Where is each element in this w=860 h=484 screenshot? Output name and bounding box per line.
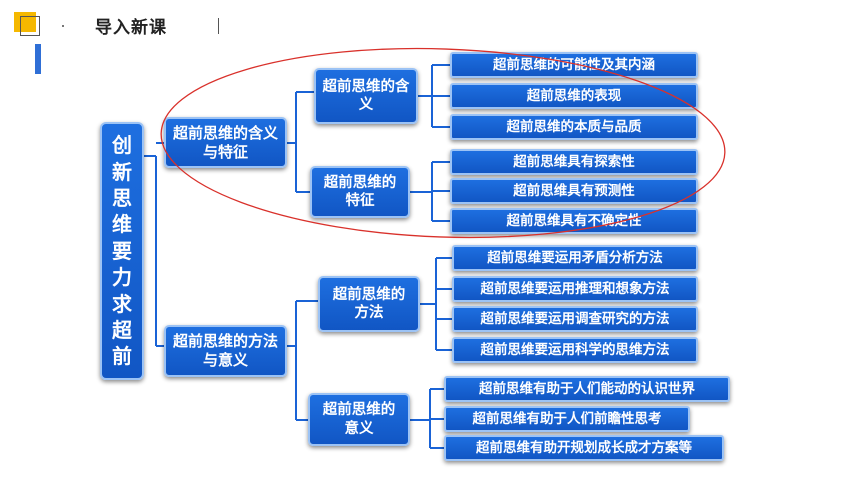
root-node: 创新思维要力求超前 (100, 122, 144, 380)
leaf-item: 超前思维具有探索性 (450, 149, 698, 175)
header-dot (62, 25, 64, 27)
header-accent-bar (35, 44, 41, 74)
page-title: 导入新课 (95, 18, 167, 38)
leaf-item: 超前思维要运用推理和想象方法 (452, 276, 698, 302)
header-accent-outline (20, 16, 40, 36)
leaf-item: 超前思维的表现 (450, 83, 698, 109)
node-methods: 超前思维的方法 (318, 276, 420, 332)
leaf-item: 超前思维要运用科学的思维方法 (452, 337, 698, 363)
header-accent-square (14, 12, 36, 32)
node-significance: 超前思维的意义 (308, 393, 410, 446)
leaf-item: 超前思维的本质与品质 (450, 114, 698, 140)
connector-sub-2-1 (420, 257, 452, 351)
leaf-item: 超前思维有助开规划成长成才方案等 (444, 435, 724, 461)
node-meaning: 超前思维的含义 (314, 68, 418, 124)
leaf-item: 超前思维有助于人们前瞻性思考 (444, 406, 690, 432)
leaf-item: 超前思维有助于人们能动的认识世界 (444, 376, 730, 402)
branch-methods-significance: 超前思维的方法与意义 (164, 325, 287, 377)
connector-sub-1-2 (410, 161, 450, 222)
node-features: 超前思维的特征 (310, 166, 410, 218)
connector-sub-2-2 (410, 388, 444, 449)
leaf-item: 超前思维具有预测性 (450, 178, 698, 204)
leaf-item: 超前思维的可能性及其内涵 (450, 52, 698, 78)
branch-meaning-features: 超前思维的含义与特征 (164, 117, 287, 168)
connector-branch-2 (287, 300, 318, 421)
connector-sub-1-1 (418, 64, 450, 128)
leaf-item: 超前思维要运用调查研究的方法 (452, 306, 698, 332)
leaf-item: 超前思维要运用矛盾分析方法 (452, 245, 698, 271)
leaf-item: 超前思维具有不确定性 (450, 208, 698, 234)
header-separator (218, 18, 219, 34)
connector-root (144, 142, 164, 347)
